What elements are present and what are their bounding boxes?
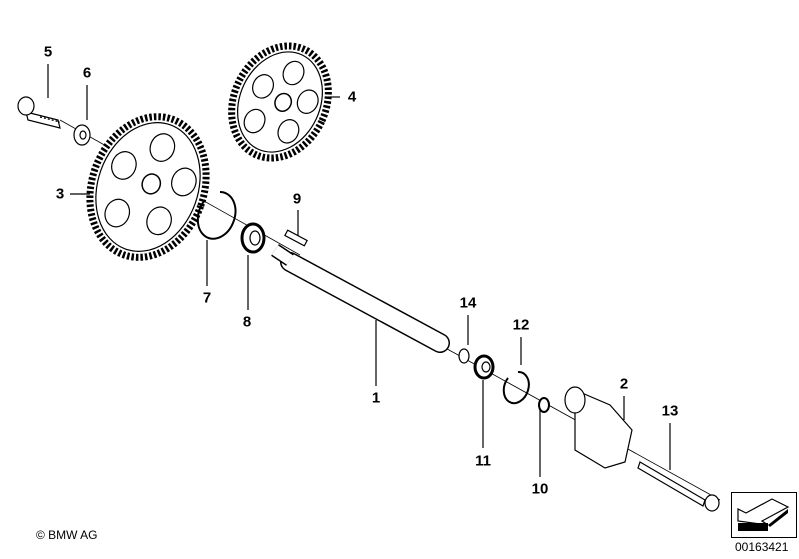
bolt-part-5 <box>17 96 61 129</box>
shaft-part-1 <box>271 244 450 353</box>
part-label-14: 14 <box>459 294 477 312</box>
circlip-part-7 <box>196 190 237 240</box>
copyright-text: © BMW AG <box>36 528 98 542</box>
part-label-6: 6 <box>82 64 92 82</box>
screw-part-13 <box>637 461 720 512</box>
part-label-2: 2 <box>619 375 629 393</box>
gear-part-4 <box>228 42 332 162</box>
circlip-part-12 <box>502 370 530 405</box>
housing-part-2 <box>564 386 633 469</box>
part-label-7: 7 <box>202 289 212 307</box>
washer-part-14 <box>458 348 470 364</box>
part-label-13: 13 <box>661 402 679 420</box>
washer-part-6 <box>73 124 91 146</box>
part-label-3: 3 <box>55 185 65 203</box>
direction-arrow-icon <box>731 492 797 538</box>
key-part-9 <box>284 229 308 247</box>
part-label-5: 5 <box>43 43 53 61</box>
image-code: 00163421 <box>735 540 789 554</box>
part-label-1: 1 <box>371 389 381 407</box>
part-label-12: 12 <box>512 316 530 334</box>
part-label-11: 11 <box>475 452 491 470</box>
part-label-9: 9 <box>292 190 302 208</box>
part-label-8: 8 <box>242 313 252 331</box>
part-label-4: 4 <box>347 88 357 106</box>
washer-part-10 <box>538 397 550 413</box>
gear-part-3 <box>86 113 210 261</box>
part-label-10: 10 <box>531 480 549 498</box>
